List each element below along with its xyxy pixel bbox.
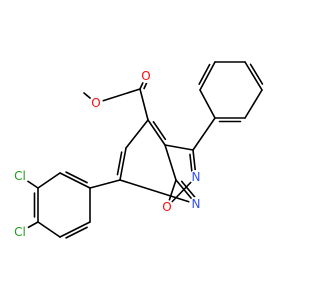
atom-label-N-isoxazole: N bbox=[192, 170, 201, 184]
atom-O-carbonyl: O bbox=[139, 69, 153, 83]
atom-label-layer: O O N N O Cl Cl bbox=[11, 69, 203, 241]
double-bond-inner-line bbox=[65, 226, 88, 239]
single-bond bbox=[125, 119, 149, 149]
double-bond bbox=[59, 221, 91, 238]
double-bond bbox=[59, 172, 91, 189]
atom-label-N-pyridine: N bbox=[192, 197, 201, 211]
atom-O-ether: O bbox=[89, 96, 103, 110]
double-bond bbox=[147, 119, 166, 146]
double-bond-inner-line bbox=[152, 120, 167, 141]
single-bond bbox=[89, 179, 121, 189]
double-bond-inner-line bbox=[180, 180, 197, 199]
single-bond bbox=[199, 89, 216, 119]
double-bond-inner-line bbox=[116, 151, 123, 176]
double-bond-inner-line bbox=[65, 171, 88, 184]
single-bond bbox=[37, 172, 61, 189]
atom-label-O-ether: O bbox=[91, 96, 100, 110]
single-bond bbox=[139, 88, 149, 121]
double-bond-inner-line bbox=[189, 153, 193, 175]
single-bond bbox=[119, 179, 197, 205]
atom-O-isoxazole: O bbox=[160, 200, 174, 214]
single-bond bbox=[164, 144, 194, 151]
atom-Cl-3: Cl bbox=[11, 167, 29, 185]
single-bond bbox=[192, 117, 216, 151]
double-bond-inner-line bbox=[249, 63, 264, 85]
atom-label-O-carbonyl: O bbox=[141, 69, 150, 83]
double-bond bbox=[244, 61, 263, 91]
molecule-structure: O O N N O Cl Cl bbox=[11, 61, 264, 241]
atom-label-O-isoxazole: O bbox=[162, 200, 171, 214]
double-bond bbox=[199, 61, 216, 91]
double-bond bbox=[119, 147, 127, 181]
atom-N-isoxazole: N bbox=[189, 170, 203, 184]
single-bond bbox=[244, 89, 263, 119]
double-bond-inner-line bbox=[198, 63, 211, 85]
single-bond bbox=[95, 88, 141, 104]
atom-label-Cl-3: Cl bbox=[14, 169, 26, 183]
atom-Cl-4: Cl bbox=[11, 223, 29, 241]
atom-N-pyridine: N bbox=[189, 197, 203, 211]
single-bond bbox=[37, 221, 61, 238]
bond-layer bbox=[19, 61, 264, 239]
single-bond bbox=[164, 144, 177, 181]
atom-label-Cl-4: Cl bbox=[14, 225, 26, 239]
